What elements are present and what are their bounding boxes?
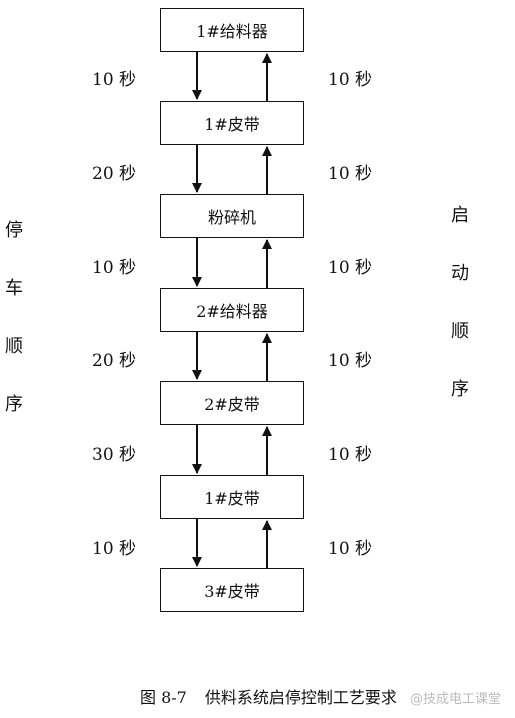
- stop-arrow-head: [192, 277, 202, 287]
- stop-delay-4: 20 秒: [92, 351, 137, 371]
- stop-delay-5: 30 秒: [92, 445, 137, 465]
- stop-arrow-head: [192, 370, 202, 380]
- stop-order-label: 停车顺序: [2, 220, 23, 452]
- box-belt-1-lower: 1#皮带: [160, 475, 304, 519]
- start-delay-6: 10 秒: [328, 539, 373, 559]
- caption-text: 供料系统启停控制工艺要求: [204, 688, 397, 707]
- start-delay-5: 10 秒: [328, 445, 373, 465]
- start-delay-3: 10 秒: [328, 258, 373, 278]
- stop-arrow-head: [192, 557, 202, 567]
- start-arrow-head: [262, 426, 272, 436]
- caption-number: 图 8-7: [140, 688, 187, 707]
- stop-arrow-head: [192, 90, 202, 100]
- figure-caption: 图 8-7 供料系统启停控制工艺要求: [140, 684, 397, 708]
- start-delay-2: 10 秒: [328, 164, 373, 184]
- start-arrow-head: [262, 520, 272, 530]
- start-arrow-head: [262, 239, 272, 249]
- box-belt-3: 3#皮带: [160, 568, 304, 612]
- stop-delay-1: 10 秒: [92, 70, 137, 90]
- stop-delay-3: 10 秒: [92, 258, 137, 278]
- stop-arrow-head: [192, 464, 202, 474]
- watermark: @技成电工课堂: [410, 692, 502, 707]
- box-feeder-2: 2#给料器: [160, 288, 304, 332]
- stop-delay-6: 10 秒: [92, 539, 137, 559]
- box-belt-1: 1#皮带: [160, 101, 304, 145]
- start-arrow-head: [262, 53, 272, 63]
- start-arrow-head: [262, 333, 272, 343]
- box-crusher: 粉碎机: [160, 194, 304, 238]
- box-feeder-1: 1#给料器: [160, 8, 304, 52]
- start-delay-4: 10 秒: [328, 351, 373, 371]
- start-order-label: 启动顺序: [448, 205, 469, 437]
- start-arrow-head: [262, 146, 272, 156]
- start-delay-1: 10 秒: [328, 70, 373, 90]
- box-belt-2: 2#皮带: [160, 381, 304, 425]
- stop-delay-2: 20 秒: [92, 164, 137, 184]
- stop-arrow-head: [192, 183, 202, 193]
